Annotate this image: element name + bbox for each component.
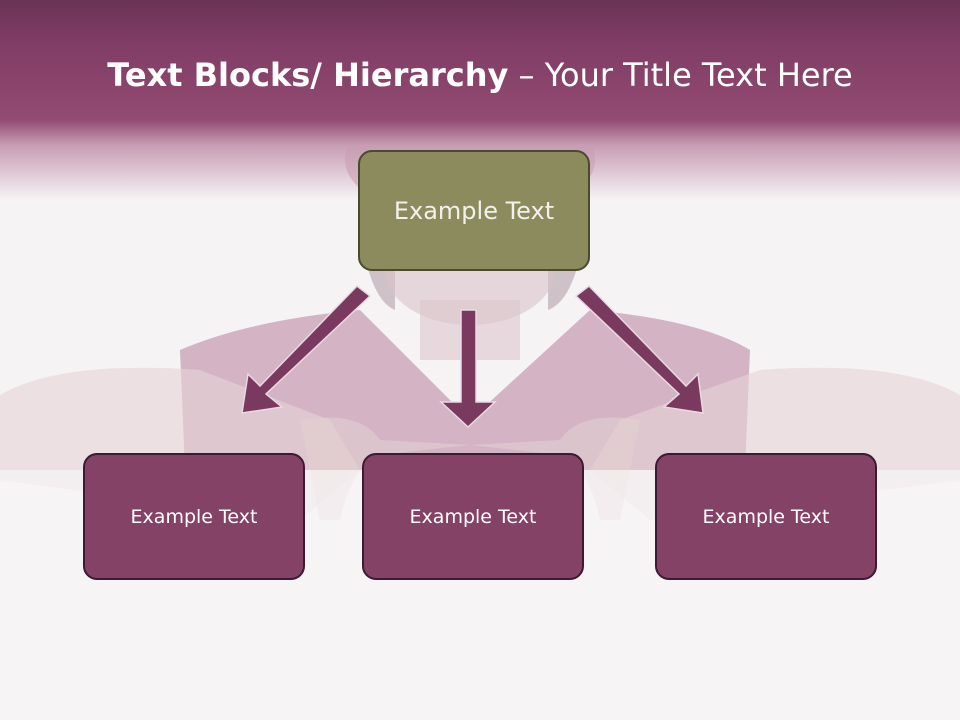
root-node-label: Example Text xyxy=(393,196,555,225)
child-node-label: Example Text xyxy=(702,505,830,528)
child-node-label: Example Text xyxy=(409,505,537,528)
title-normal-part: Your Title Text Here xyxy=(544,56,853,94)
child-node-3[interactable]: Example Text xyxy=(655,453,877,580)
slide-title: Text Blocks/ Hierarchy – Your Title Text… xyxy=(0,56,960,94)
title-bold-part: Text Blocks/ Hierarchy xyxy=(107,56,509,94)
child-node-1[interactable]: Example Text xyxy=(83,453,305,580)
root-node[interactable]: Example Text xyxy=(358,150,590,271)
child-node-2[interactable]: Example Text xyxy=(362,453,584,580)
child-node-label: Example Text xyxy=(130,505,258,528)
title-separator: – xyxy=(508,56,545,94)
